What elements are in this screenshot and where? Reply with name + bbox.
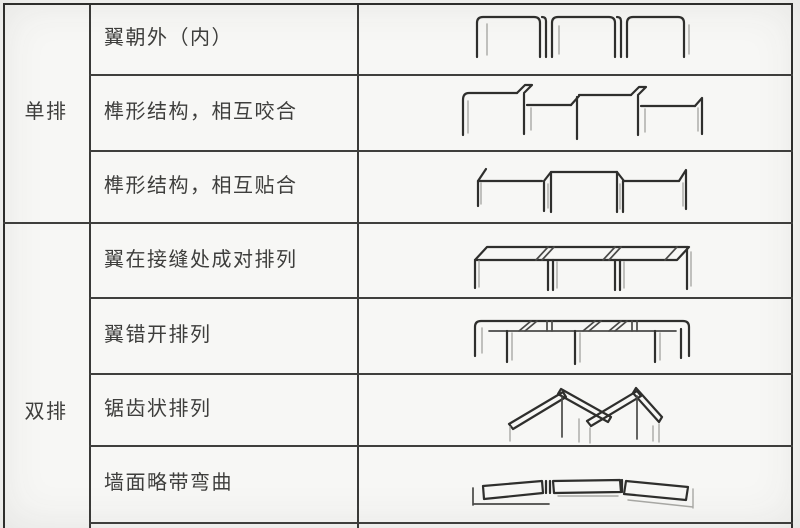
row-divider-4: [89, 297, 793, 299]
table-right-border: [791, 3, 793, 528]
row-description: 墙面略带弯曲: [104, 472, 233, 494]
row-description: 榫形结构，相互贴合: [104, 175, 298, 197]
category-cell-double-row: 双排: [4, 398, 88, 426]
row-description: 锯齿状排列: [104, 398, 212, 420]
curved-wall-diagram: [472, 478, 694, 509]
description-cell: 榫形结构，相互贴合: [104, 172, 354, 200]
description-cell: 墙面略带弯曲: [104, 469, 354, 497]
description-cell: 翼在接缝处成对排列: [104, 246, 354, 274]
description-cell: 锯齿状排列: [104, 395, 354, 423]
row-description: 翼错开排列: [104, 324, 212, 346]
row-description: 翼朝外（内）: [104, 27, 233, 49]
category-cell-single-row: 单排: [4, 98, 88, 126]
category-label-double-row: 双排: [24, 401, 68, 423]
wings-facing-outward-diagram: [475, 15, 690, 59]
row-divider-5: [89, 373, 793, 375]
row-divider-6: [89, 445, 793, 447]
description-cell: 翼错开排列: [104, 321, 354, 349]
row-divider-2: [89, 150, 793, 152]
category-column-divider: [89, 3, 91, 528]
category-label-single-row: 单排: [24, 101, 68, 123]
group-divider: [3, 222, 793, 224]
wings-staggered-diagram: [473, 319, 691, 366]
wings-paired-at-seam-diagram: [473, 245, 692, 292]
row-description: 榫形结构，相互咬合: [104, 101, 298, 123]
row-divider-1: [89, 74, 793, 76]
tenon-fit-diagram: [476, 167, 688, 214]
description-cell: 榫形结构，相互咬合: [104, 98, 354, 126]
table-top-border: [3, 3, 793, 5]
row-divider-7: [89, 522, 793, 524]
tenon-interlock-diagram: [461, 83, 704, 141]
description-column-divider: [357, 3, 359, 528]
sawtooth-arrangement-diagram: [507, 386, 664, 444]
row-description: 翼在接缝处成对排列: [104, 249, 298, 271]
description-cell: 翼朝外（内）: [104, 24, 354, 52]
table-left-border: [3, 3, 5, 528]
